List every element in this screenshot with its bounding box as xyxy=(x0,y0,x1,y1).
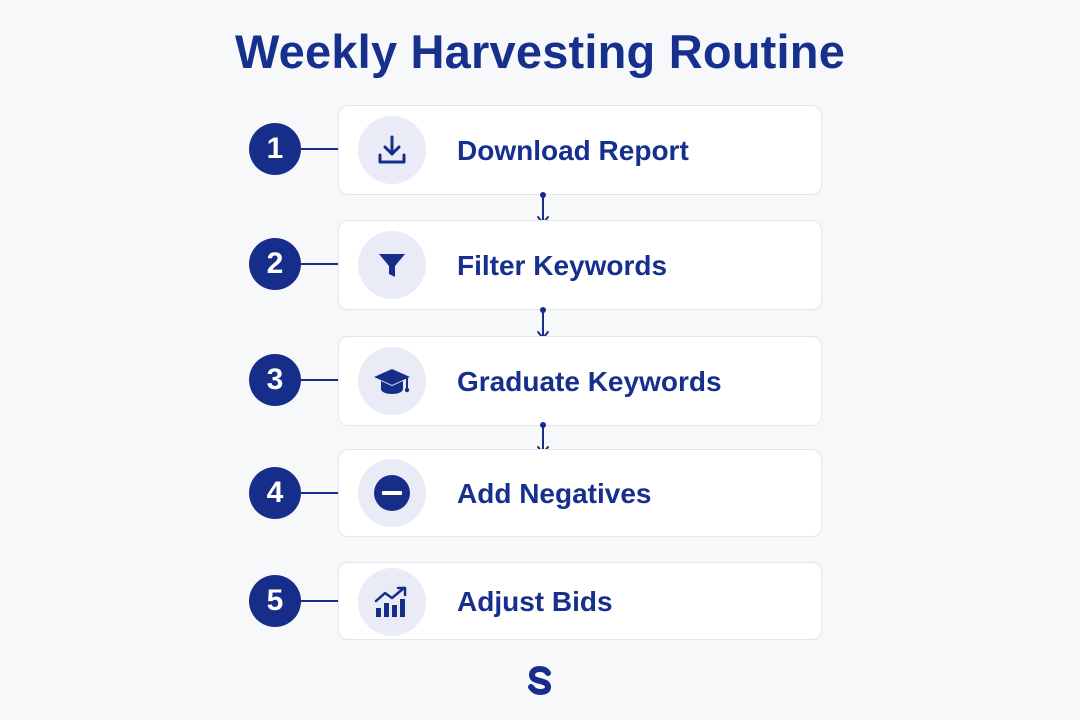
bar-chart-trend-icon xyxy=(374,586,407,617)
step-number-badge: 2 xyxy=(249,238,301,290)
step-connector-line xyxy=(301,263,339,265)
graduation-cap-icon xyxy=(374,369,410,394)
step-card: Add Negatives xyxy=(338,449,822,537)
step-card: Graduate Keywords xyxy=(338,336,822,426)
funnel-icon xyxy=(379,254,405,277)
flow-arrow-down xyxy=(533,306,553,347)
step-label: Graduate Keywords xyxy=(457,366,722,397)
icon-circle xyxy=(358,568,426,636)
step-connector-line xyxy=(301,492,339,494)
step-label: Filter Keywords xyxy=(457,250,668,281)
icon-circle xyxy=(358,347,426,415)
brand-logo xyxy=(0,664,1080,701)
step-card: Filter Keywords xyxy=(338,220,822,310)
step-number-badge: 1 xyxy=(249,123,301,175)
s-logo-icon xyxy=(528,665,552,696)
step-card: Download Report xyxy=(338,105,822,195)
step-label: Adjust Bids xyxy=(457,586,613,617)
step-number-badge: 3 xyxy=(249,354,301,406)
icon-circle xyxy=(358,459,426,527)
step-connector-line xyxy=(301,379,339,381)
step-number-badge: 5 xyxy=(249,575,301,627)
step-card: Adjust Bids xyxy=(338,562,822,640)
step-connector-line xyxy=(301,148,339,150)
icon-circle xyxy=(358,116,426,184)
step-number-badge: 4 xyxy=(249,467,301,519)
step-connector-line xyxy=(301,600,339,602)
icon-circle xyxy=(358,231,426,299)
step-label: Add Negatives xyxy=(457,478,652,509)
minus-circle-icon xyxy=(374,475,410,511)
page-title: Weekly Harvesting Routine xyxy=(234,25,846,78)
step-label: Download Report xyxy=(457,135,689,166)
download-icon xyxy=(378,135,406,164)
